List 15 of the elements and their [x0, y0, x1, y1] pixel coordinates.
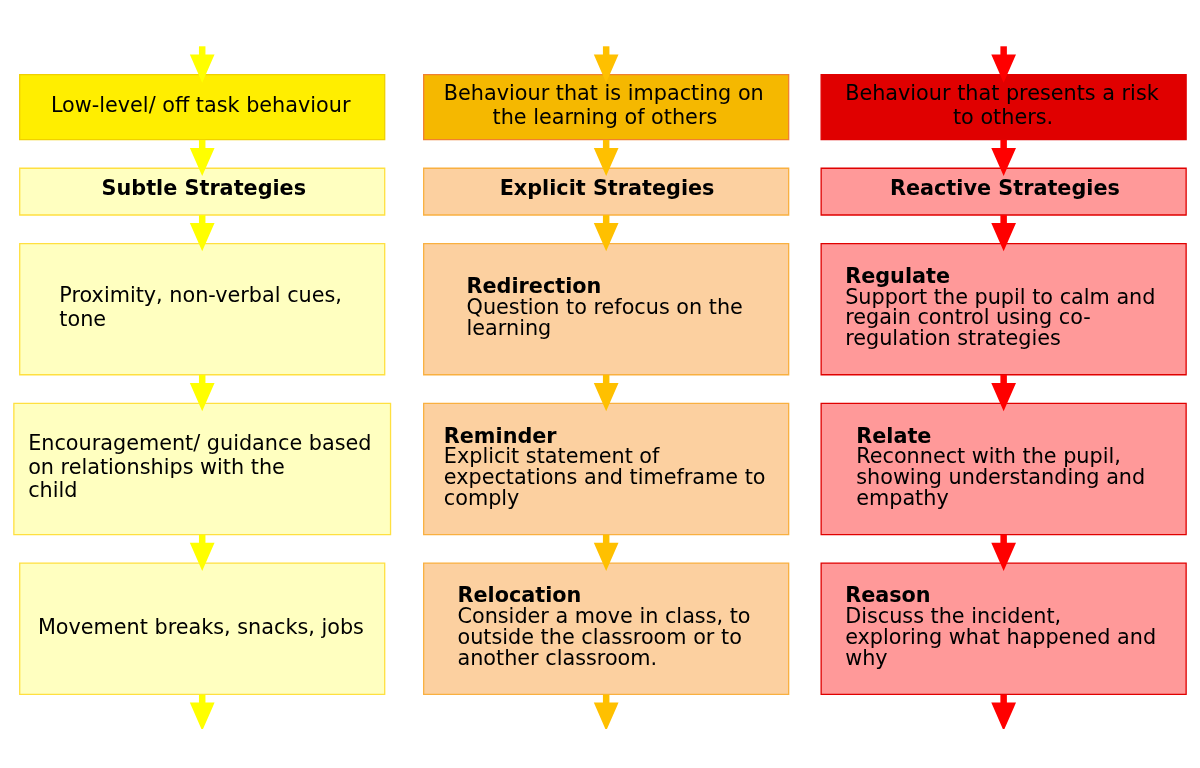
- node-box: Low-level/ off task behaviour: [19, 73, 386, 140]
- node-box: Behaviour that presents a risk to others.: [820, 73, 1187, 140]
- node-box: Subtle Strategies: [19, 167, 386, 216]
- node-box: Encouragement/ guidance based on relationships with the child: [13, 402, 392, 535]
- node-box: Proximity, non-verbal cues, tone: [19, 242, 386, 375]
- node-box: Movement breaks, snacks, jobs: [19, 561, 386, 695]
- node-box: Behaviour that is impacting on the learning of others: [423, 73, 790, 140]
- node-box: Regulate Support the pupil to calm and regain control using co-regulation strategies: [820, 242, 1187, 375]
- node-box: Reactive Strategies: [820, 167, 1187, 216]
- node-box: Redirection Question to refocus on the learning: [423, 242, 790, 375]
- node-box: Reason Discuss the incident, exploring what happened and why: [820, 561, 1187, 695]
- node-box: Explicit Strategies: [423, 167, 790, 216]
- node-box: Relocation Consider a move in class, to outside the classroom or to another classroom.: [423, 561, 790, 695]
- node-box: Reminder Explicit statement of expectations and timeframe to comply: [423, 402, 790, 535]
- node-box: Relate Reconnect with the pupil, showing understanding and empathy: [820, 402, 1187, 535]
